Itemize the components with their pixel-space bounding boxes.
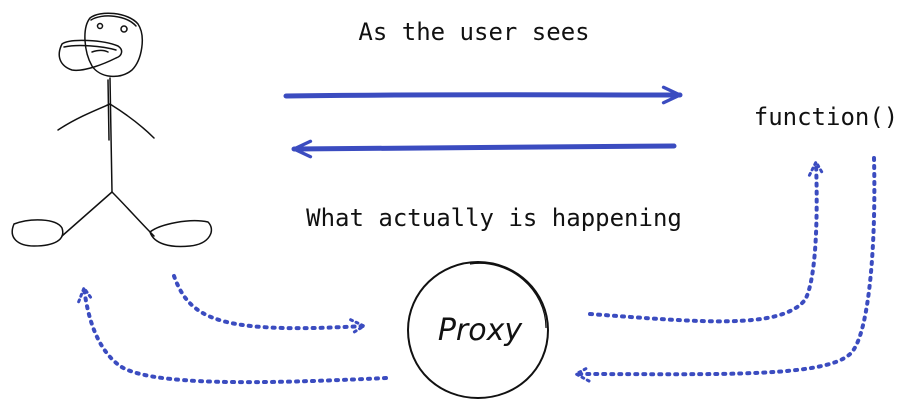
- stick-figure-icon: [11, 12, 213, 248]
- actual-label: What actually is happening: [306, 204, 682, 232]
- function-to-proxy-arrow: [576, 156, 877, 374]
- proxy-node: Proxy: [406, 260, 550, 400]
- request-arrow: [283, 85, 683, 105]
- function-label: function(): [754, 103, 899, 131]
- user-to-proxy-arrow: [172, 274, 364, 328]
- proxy-to-user-arrow: [84, 288, 388, 385]
- proxy-label: Proxy: [438, 313, 524, 348]
- user-sees-label: As the user sees: [358, 18, 589, 46]
- proxy-to-function-arrow: [588, 162, 817, 324]
- response-arrow: [291, 139, 677, 159]
